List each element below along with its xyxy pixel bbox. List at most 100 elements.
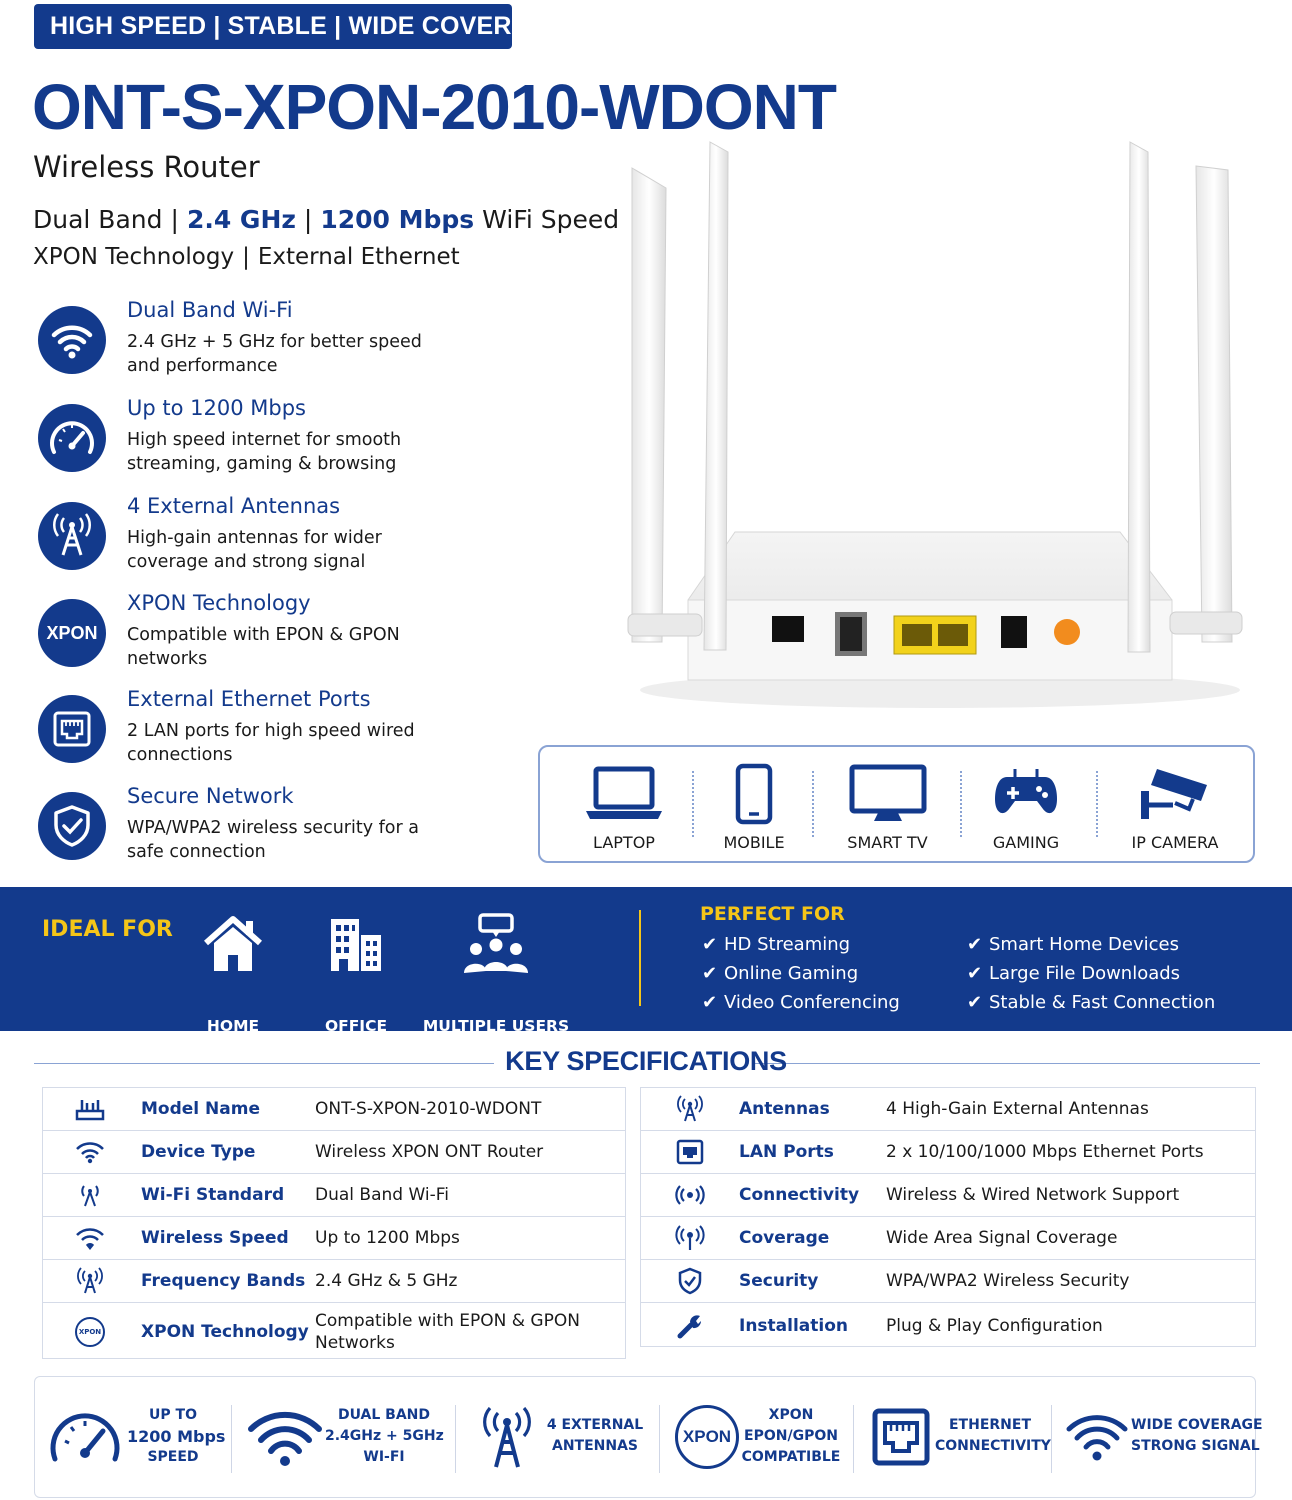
antenna-icon — [73, 1266, 107, 1296]
feature-title: 4 External Antennas — [127, 494, 341, 518]
separator: | — [242, 244, 250, 270]
heading-rule — [754, 1063, 1260, 1064]
spec-row: Device Type Wireless XPON ONT Router — [43, 1131, 625, 1174]
separator: | — [303, 205, 313, 234]
ideal-label: OFFICE — [324, 1017, 388, 1035]
spec-value: WPA/WPA2 Wireless Security — [886, 1271, 1130, 1291]
dual-band-text: Dual Band — [33, 205, 163, 234]
device-laptop: LAPTOP — [576, 747, 672, 861]
perfect-label: HD Streaming — [724, 934, 851, 955]
divider — [455, 1405, 456, 1473]
divider — [659, 1405, 660, 1473]
perfect-label: Online Gaming — [724, 963, 859, 984]
model-title: ONT-S-XPON-2010-WDONT — [32, 71, 837, 143]
specs-table-left: Model Name ONT-S-XPON-2010-WDONT Device … — [42, 1087, 626, 1359]
spec-row: Wi-Fi Standard Dual Band Wi-Fi — [43, 1174, 625, 1217]
antenna-tower-icon — [38, 502, 106, 570]
spec-value: ONT-S-XPON-2010-WDONT — [315, 1099, 542, 1119]
spec-key: Wi-Fi Standard — [141, 1185, 285, 1205]
perfect-item: ✔Stable & Fast Connection — [967, 992, 1215, 1013]
spec-row: Wireless Speed Up to 1200 Mbps — [43, 1217, 625, 1260]
check-icon: ✔ — [702, 992, 718, 1013]
xpon-icon: XPON — [675, 1405, 739, 1469]
spec-row: Security WPA/WPA2 Wireless Security — [641, 1260, 1255, 1303]
device-label: MOBILE — [723, 833, 785, 852]
feature-dual-band: Dual Band Wi-Fi 2.4 GHz + 5 GHz for bett… — [38, 298, 558, 396]
top-badge: HIGH SPEED | STABLE | WIDE COVERAGE — [34, 4, 566, 49]
antenna-tower-icon — [673, 1094, 707, 1124]
spec-key: LAN Ports — [739, 1142, 834, 1162]
highlight-line: UP TO — [149, 1407, 197, 1423]
frequency-text: 2.4 GHz — [186, 205, 296, 234]
ip-camera-icon — [1141, 769, 1207, 819]
heading-rule — [34, 1063, 494, 1064]
ethernet-text: External Ethernet — [257, 244, 460, 270]
ideal-label: HOME — [206, 1017, 260, 1035]
spec-row: Frequency Bands 2.4 GHz & 5 GHz — [43, 1260, 625, 1303]
speedometer-icon — [50, 1413, 120, 1462]
multiple-users-icon — [464, 913, 528, 973]
feature-desc: 2.4 GHz + 5 GHz for better speed and per… — [127, 332, 422, 376]
spec-value: Wireless XPON ONT Router — [315, 1142, 544, 1162]
highlight-line: ANTENNAS — [551, 1438, 639, 1454]
wide-coverage-icon — [1066, 1415, 1128, 1461]
spec-row: XPON XPON Technology Compatible with EPO… — [43, 1303, 625, 1360]
perfect-label: Video Conferencing — [724, 992, 900, 1013]
spec-value: Up to 1200 Mbps — [315, 1228, 460, 1248]
perfect-item: ✔ HD Streaming — [702, 934, 850, 955]
divider — [692, 771, 694, 837]
specs-table-right: Antennas 4 High-Gain External Antennas L… — [640, 1087, 1256, 1347]
device-label: IP CAMERA — [1131, 833, 1219, 852]
divider — [231, 1405, 232, 1473]
feature-desc: High speed internet for smooth streaming… — [127, 430, 402, 474]
devices-panel: LAPTOP MOBILE SMART TV GAMING IP CAMERA — [538, 745, 1255, 863]
highlight-line: DUAL BAND — [337, 1407, 431, 1423]
check-icon: ✔ — [967, 934, 983, 955]
check-icon: ✔ — [967, 963, 983, 984]
xpon-text: XPON Technology — [33, 244, 235, 270]
spec-row: Coverage Wide Area Signal Coverage — [641, 1217, 1255, 1260]
divider — [1051, 1405, 1052, 1473]
speed-suffix: WiFi Speed — [482, 205, 620, 234]
connectivity-icon — [673, 1180, 707, 1210]
feature-title: Up to 1200 Mbps — [127, 396, 306, 420]
spec-value: Wide Area Signal Coverage — [886, 1228, 1118, 1248]
spec-line-2: XPON Technology | External Ethernet — [33, 244, 460, 270]
spec-key: Frequency Bands — [141, 1271, 306, 1291]
ideal-home: HOME — [202, 913, 264, 1035]
coverage-icon — [673, 1223, 707, 1253]
wifi-icon — [73, 1137, 107, 1167]
xpon-icon: XPON — [38, 599, 106, 667]
feature-title: External Ethernet Ports — [127, 687, 371, 711]
feature-title: XPON Technology — [127, 591, 311, 615]
feature-antennas: 4 External Antennas High-gain antennas f… — [38, 494, 558, 592]
feature-desc: 2 LAN ports for high speed wired connect… — [127, 721, 415, 765]
lan-port-icon — [673, 1137, 707, 1167]
feature-title: Dual Band Wi-Fi — [127, 298, 293, 322]
spec-key: Model Name — [141, 1099, 260, 1119]
perfect-label: Stable & Fast Connection — [989, 992, 1216, 1013]
spec-row: LAN Ports 2 x 10/100/1000 Mbps Ethernet … — [641, 1131, 1255, 1174]
separator: | — [170, 205, 179, 234]
check-icon: ✔ — [702, 963, 718, 984]
xpon-badge: XPON — [75, 1316, 105, 1347]
spec-row: Connectivity Wireless & Wired Network Su… — [641, 1174, 1255, 1217]
feature-speed: Up to 1200 Mbps High speed internet for … — [38, 396, 558, 494]
ethernet-port-icon — [38, 695, 106, 763]
ideal-for-band: HOME OFFICE MULTIPLE USERS — [0, 887, 1292, 1035]
check-icon: ✔ — [702, 934, 718, 955]
speed-text: 1200 Mbps — [320, 205, 475, 234]
key-specs-heading: KEY SPECIFICATIONS — [0, 1046, 1292, 1077]
highlight-line: CONNECTIVITY — [935, 1438, 1051, 1454]
highlight-line: EPON/GPON — [744, 1428, 838, 1444]
feature-ethernet: External Ethernet Ports 2 LAN ports for … — [38, 687, 558, 785]
spec-key: Wireless Speed — [141, 1228, 289, 1248]
router-image — [600, 130, 1280, 730]
ethernet-port-icon — [872, 1408, 930, 1466]
perfect-item: ✔ Online Gaming — [702, 963, 858, 984]
